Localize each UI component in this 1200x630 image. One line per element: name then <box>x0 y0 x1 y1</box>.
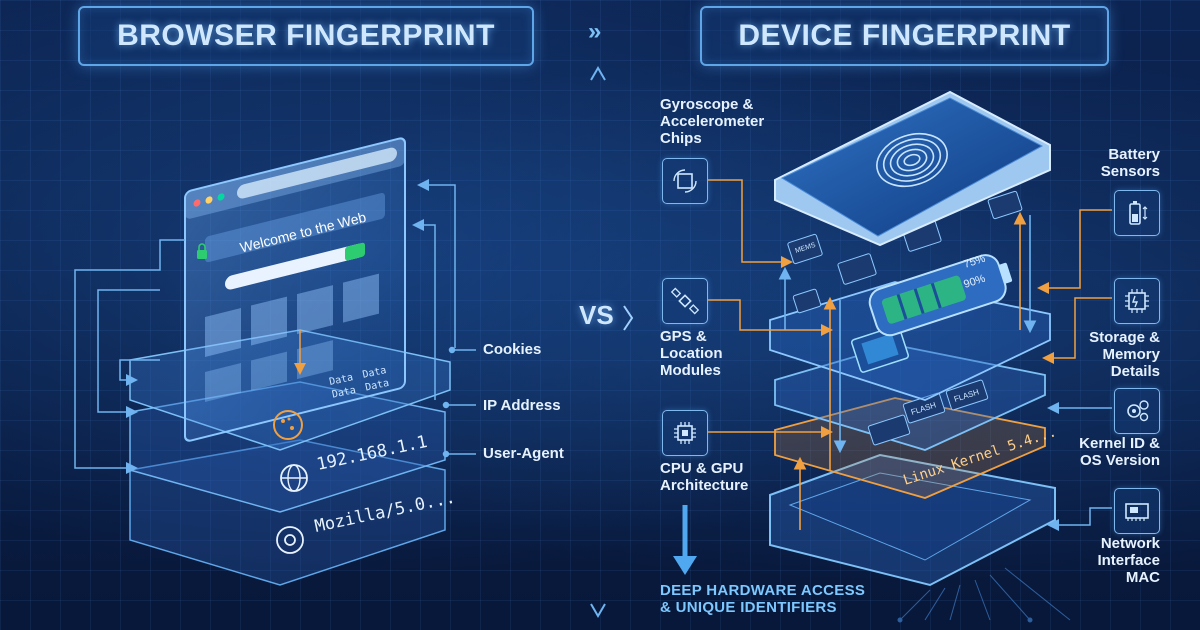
chevron-right-icon: » <box>588 18 602 45</box>
label-kernel: Kernel ID & OS Version <box>1060 435 1160 469</box>
footer-line-1: DEEP HARDWARE ACCESS <box>660 582 866 599</box>
cookie-data-4: Data <box>364 378 390 394</box>
lock-icon <box>197 243 207 259</box>
globe-icon <box>280 464 308 492</box>
label-cpu-gpu: CPU & GPU Architecture <box>660 460 748 494</box>
memory-chip-icon <box>1114 278 1160 324</box>
fingerprint-icon <box>876 132 948 188</box>
cookie-data-1: Data <box>328 372 354 388</box>
versus-label: VS <box>579 300 614 330</box>
satellite-icon <box>662 278 708 324</box>
network-card-icon <box>1114 488 1160 534</box>
cookie-data-3: Data <box>331 385 357 401</box>
battery-line-1: Battery <box>1108 146 1160 163</box>
cookie-icon <box>273 410 303 440</box>
label-network: Network Interface MAC <box>1060 535 1160 586</box>
browser-layer-useragent <box>129 439 446 586</box>
network-line-1: Network <box>1100 535 1160 552</box>
cpu-icon <box>662 410 708 456</box>
label-user-agent: User-Agent <box>483 445 564 462</box>
sensor-chips <box>787 190 1023 314</box>
gyro-line-3: Chips <box>660 130 702 147</box>
device-right-connectors <box>1037 209 1112 531</box>
deep-access-arrow <box>673 505 697 575</box>
storage-line-3: Details <box>1110 363 1160 380</box>
network-line-2: Interface <box>1097 552 1160 569</box>
gps-line-1: GPS & <box>660 328 707 345</box>
gyro-line-2: Accelerometer <box>660 113 765 130</box>
label-battery: Battery Sensors <box>1080 146 1160 180</box>
browser-title-text: BROWSER FINGERPRINT <box>117 19 495 52</box>
label-ip-address: IP Address <box>483 397 561 414</box>
cookie-data-block: Data Data Data Data <box>328 365 390 401</box>
browser-left-connectors <box>74 239 185 474</box>
label-cookies: Cookies <box>483 341 542 358</box>
kernel-line-1: Kernel ID & <box>1079 435 1160 452</box>
gears-icon <box>1114 388 1160 434</box>
cpu-line-1: CPU & GPU <box>660 460 744 477</box>
label-gyroscope: Gyroscope & Accelerometer Chips <box>660 96 764 147</box>
device-base-layer <box>769 453 1056 587</box>
device-kernel-layer <box>774 397 1046 499</box>
network-line-3: MAC <box>1125 569 1160 586</box>
browser-window <box>184 137 406 442</box>
cpu-line-2: Architecture <box>660 477 749 494</box>
battery-line-2: Sensors <box>1100 163 1160 180</box>
browser-label-connectors <box>442 346 476 458</box>
device-title-text: DEVICE FINGERPRINT <box>738 19 1071 52</box>
browser-right-connectors <box>412 179 456 400</box>
phone-screen <box>774 90 1051 247</box>
gyro-line-1: Gyroscope & <box>660 96 754 113</box>
deep-hardware-footer: DEEP HARDWARE ACCESS & UNIQUE IDENTIFIER… <box>660 582 865 616</box>
gps-line-3: Modules <box>660 362 721 379</box>
center-divider <box>590 66 634 618</box>
device-storage-layer <box>774 344 1046 451</box>
kernel-line-2: OS Version <box>1079 452 1160 469</box>
footer-line-2: & UNIQUE IDENTIFIERS <box>660 599 837 616</box>
device-left-connectors <box>708 179 833 438</box>
gyro-chip-icon <box>662 158 708 204</box>
gps-line-2: Location <box>660 345 723 362</box>
circuit-traces <box>897 567 1071 623</box>
cookie-data-2: Data <box>362 365 388 381</box>
browser-fingerprint-title: BROWSER FINGERPRINT <box>78 6 534 66</box>
device-fingerprint-title: DEVICE FINGERPRINT <box>700 6 1109 66</box>
browser-logo-icon <box>276 526 304 554</box>
storage-line-1: Storage & <box>1089 329 1160 346</box>
storage-line-2: Memory <box>1102 346 1160 363</box>
device-internal-arrows <box>778 211 1037 530</box>
label-storage: Storage & Memory Details <box>1060 329 1160 380</box>
battery-component <box>868 254 1013 337</box>
label-gps: GPS & Location Modules <box>660 328 723 379</box>
battery-icon <box>1114 190 1160 236</box>
